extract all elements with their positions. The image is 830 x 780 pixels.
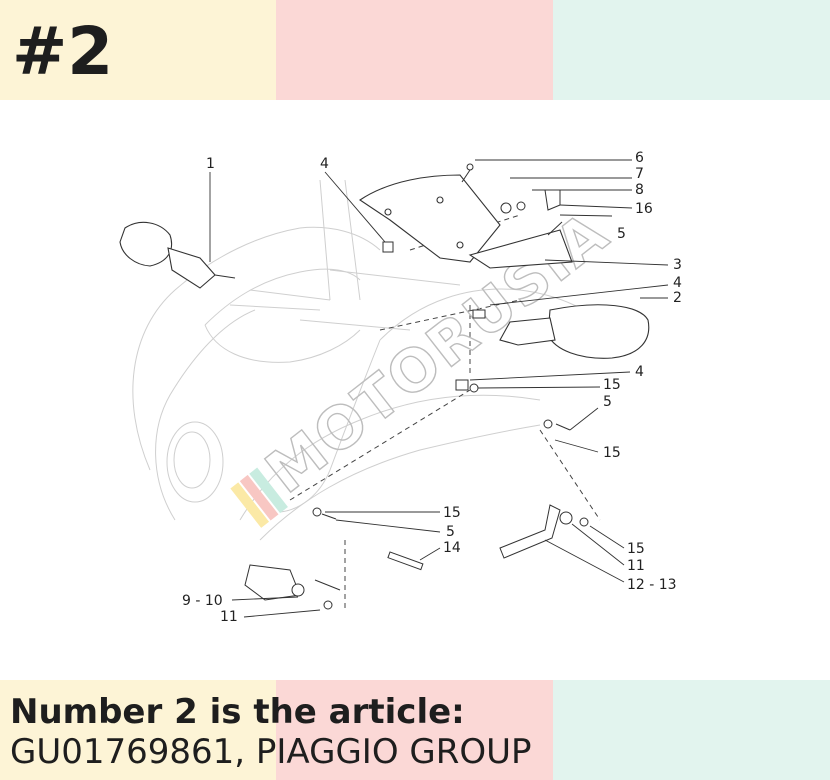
callout-4-a: 4 xyxy=(320,156,329,172)
header-band-yellow xyxy=(0,0,276,100)
callout-6: 6 xyxy=(635,150,644,166)
callout-4-b: 4 xyxy=(673,275,682,291)
callout-14: 14 xyxy=(443,540,461,556)
header-band-mint xyxy=(553,0,830,100)
callout-9-10: 9 - 10 xyxy=(182,593,223,609)
footer-band-yellow xyxy=(0,680,276,780)
callout-15-c: 15 xyxy=(443,505,461,521)
callout-11-b: 11 xyxy=(627,558,645,574)
footer-article-code: GU01769861, PIAGGIO GROUP xyxy=(10,732,532,772)
callout-15-b: 15 xyxy=(603,445,621,461)
callout-11-a: 11 xyxy=(220,609,238,625)
callout-1: 1 xyxy=(206,156,215,172)
callout-4-c: 4 xyxy=(635,364,644,380)
callout-5-c: 5 xyxy=(446,524,455,540)
callout-15-d: 15 xyxy=(627,541,645,557)
header-band-pink xyxy=(276,0,553,100)
callout-7: 7 xyxy=(635,166,644,182)
footer-caption: Number 2 is the article: xyxy=(10,692,465,732)
callout-16: 16 xyxy=(635,201,653,217)
footer-band-mint xyxy=(553,680,830,780)
callout-2: 2 xyxy=(673,290,682,306)
callout-12-13: 12 - 13 xyxy=(627,577,677,593)
part-number-heading: #2 xyxy=(12,13,114,90)
callout-8: 8 xyxy=(635,182,644,198)
callout-5-a: 5 xyxy=(617,226,626,242)
callout-3: 3 xyxy=(673,257,682,273)
exploded-parts-diagram: MOTORUSIA xyxy=(119,150,682,625)
footer-band-pink xyxy=(276,680,553,780)
callout-15-a: 15 xyxy=(603,377,621,393)
callout-5-b: 5 xyxy=(603,394,612,410)
